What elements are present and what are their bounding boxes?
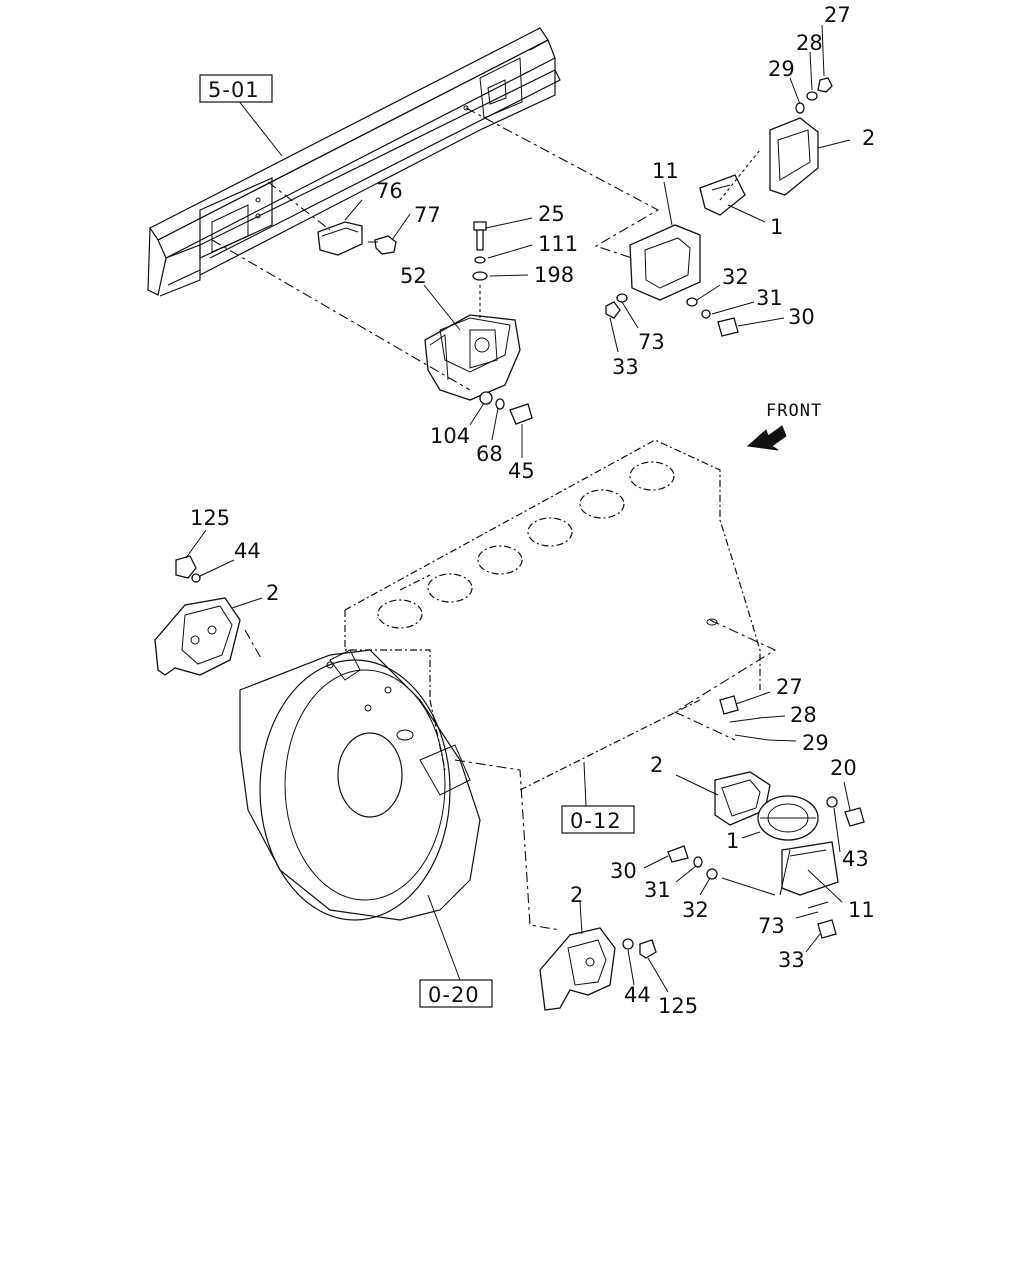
leader-lines bbox=[185, 24, 851, 993]
callout-2: 2 bbox=[570, 883, 583, 907]
bolt-25 bbox=[473, 221, 487, 251]
callout-33: 33 bbox=[612, 355, 639, 379]
bracket-76 bbox=[317, 221, 363, 256]
engine-block bbox=[344, 439, 761, 791]
nut-125-bottom bbox=[639, 939, 657, 959]
bolt-30-lower bbox=[667, 845, 689, 863]
clip-29-top bbox=[795, 102, 805, 114]
reference-label: 0-20 bbox=[428, 983, 480, 1007]
callout-32: 32 bbox=[722, 265, 749, 289]
flywheel-housing bbox=[239, 649, 481, 921]
bracket-2-bottom bbox=[539, 927, 616, 1011]
callout-30: 30 bbox=[610, 859, 637, 883]
bracket-2-rear-left bbox=[154, 597, 241, 676]
mount-52 bbox=[424, 314, 521, 401]
callouts: 27 28 29 2 11 1 76 77 25 111 198 52 32 3… bbox=[190, 3, 875, 1018]
washer-198 bbox=[472, 271, 488, 281]
bracket-2-top bbox=[769, 117, 819, 196]
bolt-30-top bbox=[717, 317, 739, 337]
clip-29-lower bbox=[734, 734, 769, 741]
nut-27-lower bbox=[719, 695, 739, 715]
washer-73-lower bbox=[807, 901, 829, 909]
nut-27-top bbox=[817, 77, 833, 93]
reference-box-0-20: 0-20 bbox=[419, 979, 493, 1008]
washer-44-left bbox=[191, 573, 201, 583]
bracket-11-lower bbox=[781, 841, 839, 896]
reference-box-5-01: 5-01 bbox=[199, 74, 273, 103]
callout-76: 76 bbox=[376, 179, 403, 203]
callout-27: 27 bbox=[776, 675, 803, 699]
callout-77: 77 bbox=[414, 203, 441, 227]
front-label: FRONT bbox=[766, 401, 822, 421]
callout-25: 25 bbox=[538, 202, 565, 226]
callout-125: 125 bbox=[658, 994, 698, 1018]
callout-31: 31 bbox=[756, 286, 783, 310]
lockwasher-68 bbox=[495, 398, 505, 410]
reference-box-0-12: 0-12 bbox=[561, 805, 635, 834]
lockwasher-31-lower bbox=[693, 856, 703, 868]
reference-label: 5-01 bbox=[208, 78, 260, 102]
callout-29: 29 bbox=[768, 57, 795, 81]
frame-rail bbox=[147, 27, 561, 297]
callout-11: 11 bbox=[848, 898, 875, 922]
callout-27: 27 bbox=[824, 3, 851, 27]
bracket-11-top bbox=[629, 224, 701, 301]
callout-104: 104 bbox=[430, 424, 470, 448]
callout-20: 20 bbox=[830, 756, 857, 780]
callout-68: 68 bbox=[476, 442, 503, 466]
nut-33-lower bbox=[817, 919, 837, 939]
nut-125-left bbox=[175, 555, 197, 579]
callout-28: 28 bbox=[796, 31, 823, 55]
bolt-45 bbox=[509, 403, 533, 425]
callout-29: 29 bbox=[802, 731, 829, 755]
callout-33: 33 bbox=[778, 948, 805, 972]
callout-1: 1 bbox=[726, 829, 739, 853]
callout-2: 2 bbox=[266, 581, 279, 605]
callout-44: 44 bbox=[234, 539, 261, 563]
callout-30: 30 bbox=[788, 305, 815, 329]
washer-28-top bbox=[806, 91, 818, 101]
bolt-20 bbox=[844, 807, 865, 827]
callout-198: 198 bbox=[534, 263, 574, 287]
insulator-1-lower bbox=[757, 795, 819, 841]
front-arrow-icon bbox=[746, 425, 787, 451]
callout-31: 31 bbox=[644, 878, 671, 902]
callout-11: 11 bbox=[652, 159, 679, 183]
callout-52: 52 bbox=[400, 264, 427, 288]
callout-45: 45 bbox=[508, 459, 535, 483]
callout-73: 73 bbox=[638, 330, 665, 354]
callout-111: 111 bbox=[538, 232, 578, 256]
washer-44-bottom bbox=[622, 938, 634, 950]
callout-2: 2 bbox=[650, 753, 663, 777]
callout-2: 2 bbox=[862, 126, 875, 150]
washer-104 bbox=[479, 391, 493, 405]
nut-33-top bbox=[605, 301, 621, 319]
front-direction-indicator: FRONT bbox=[746, 401, 822, 451]
insulator-1-top bbox=[699, 174, 746, 216]
callout-32: 32 bbox=[682, 898, 709, 922]
lockwasher-111 bbox=[474, 256, 486, 264]
washer-32-lower bbox=[706, 868, 718, 880]
washer-73-top bbox=[616, 293, 628, 303]
callout-43: 43 bbox=[842, 847, 869, 871]
lockwasher-31-top bbox=[701, 309, 711, 319]
washer-32-top bbox=[686, 297, 698, 307]
callout-44: 44 bbox=[624, 983, 651, 1007]
washer-28-lower bbox=[729, 717, 761, 723]
callout-1: 1 bbox=[770, 215, 783, 239]
washer-43 bbox=[826, 796, 838, 808]
callout-28: 28 bbox=[790, 703, 817, 727]
reference-label: 0-12 bbox=[570, 809, 622, 833]
callout-125: 125 bbox=[190, 506, 230, 530]
callout-73: 73 bbox=[758, 914, 785, 938]
bolt-77 bbox=[368, 235, 397, 255]
